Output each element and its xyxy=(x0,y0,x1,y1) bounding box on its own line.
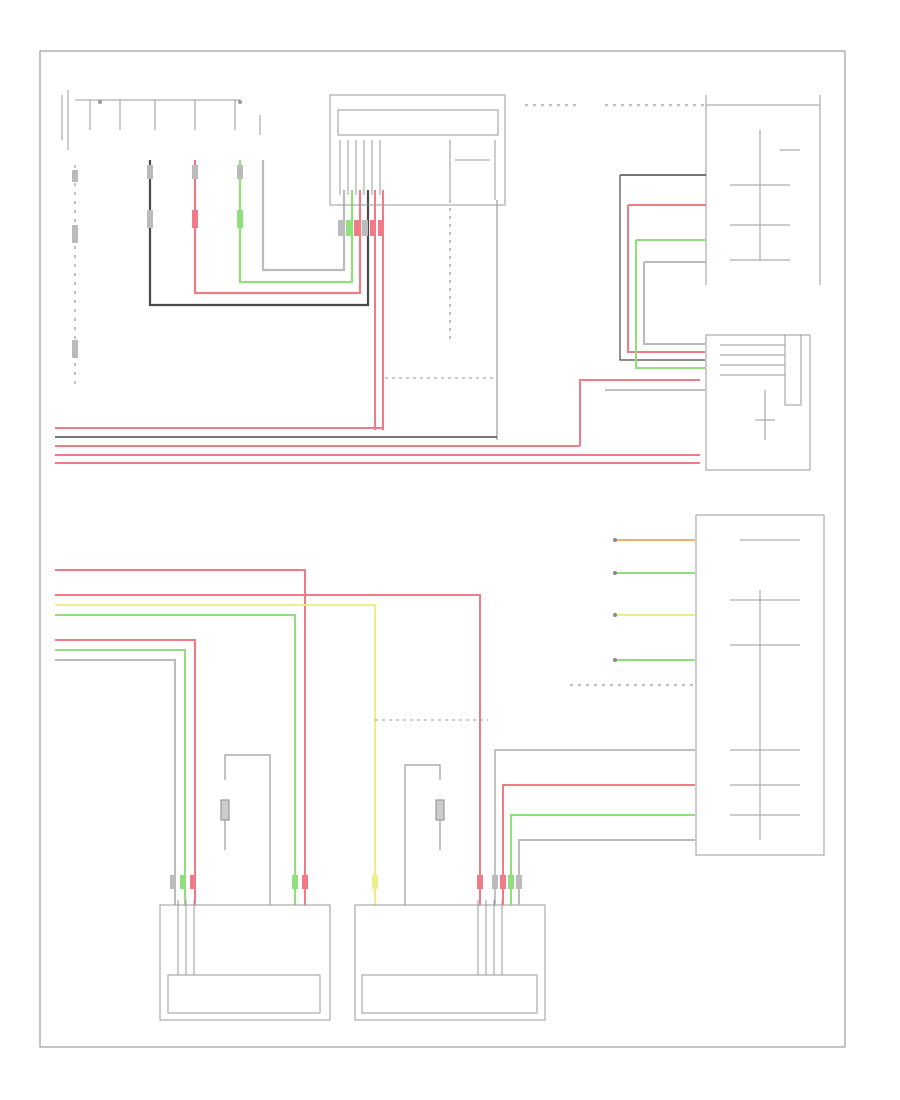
left-rear-switch-wires xyxy=(72,160,370,390)
right-front-switch-box xyxy=(695,514,825,856)
left-front-motor-wires xyxy=(220,754,271,905)
connector-markers xyxy=(170,220,522,889)
right-rear-switch-wires xyxy=(525,104,706,391)
diagram-border xyxy=(39,50,846,1048)
right-front-motor-box xyxy=(354,900,546,1021)
right-rear-switch-box xyxy=(705,95,821,285)
right-rear-motor-box xyxy=(705,334,811,471)
upper-bus xyxy=(55,379,700,464)
left-rear-motor-box xyxy=(329,94,506,206)
left-front-motor-box xyxy=(159,900,331,1021)
lower-bus xyxy=(55,569,488,905)
center-harness xyxy=(374,190,498,440)
left-rear-switch-assembly xyxy=(61,90,261,150)
right-front-motor-wires xyxy=(404,764,445,905)
right-front-switch-wires xyxy=(494,538,695,905)
